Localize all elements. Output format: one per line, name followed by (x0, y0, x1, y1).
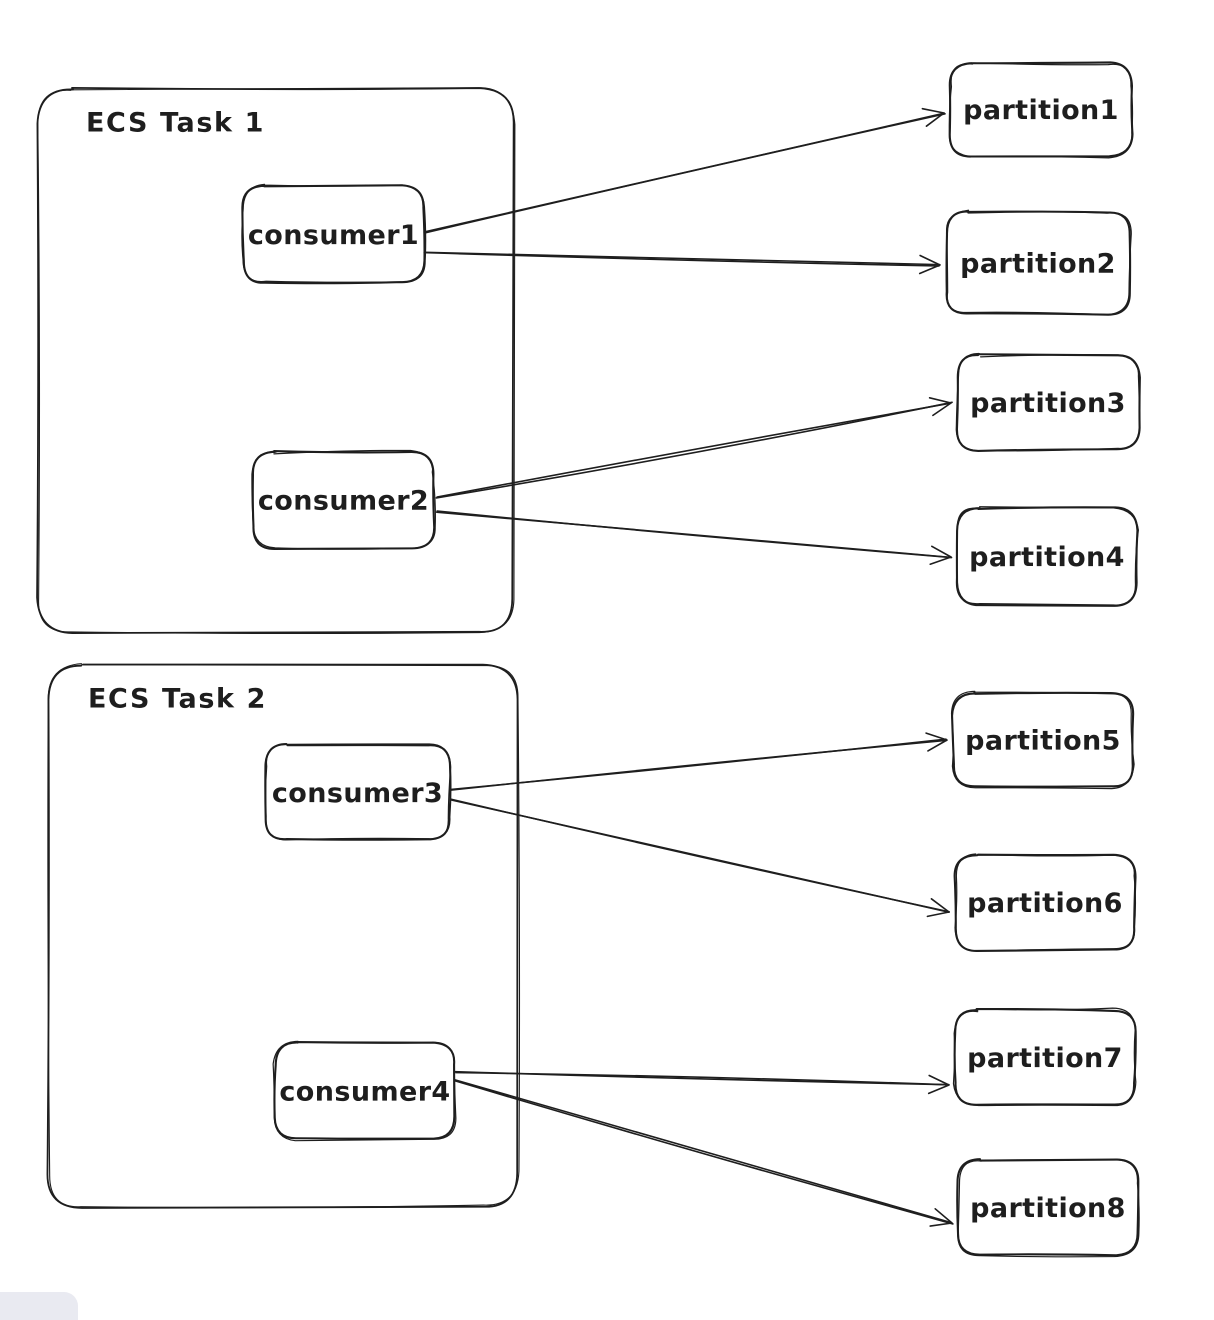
partition-label: partition8 (970, 1193, 1126, 1224)
group-outline (46, 663, 519, 1209)
arrow-c1-p1[interactable] (423, 107, 946, 234)
group-outline (36, 86, 515, 634)
node-background (949, 62, 1132, 157)
partition-partition6[interactable]: partition6 (953, 853, 1137, 953)
group-container-layer: ECS Task 1 ECS Task 2 (36, 86, 521, 1209)
partition-partition4[interactable]: partition4 (955, 506, 1139, 607)
node-outline (952, 1007, 1137, 1107)
arrow-head-icon (928, 397, 952, 417)
partition-partition1[interactable]: partition1 (948, 61, 1134, 159)
consumer-label: consumer4 (279, 1077, 450, 1108)
node-outline (954, 853, 1137, 952)
node-background (955, 854, 1136, 951)
node-background (954, 1009, 1136, 1106)
node-background (956, 354, 1140, 451)
arrow-c1-p2[interactable] (422, 251, 941, 275)
arrow-shaft (436, 402, 952, 498)
consumer-label: consumer3 (272, 778, 443, 809)
consumer-consumer1[interactable]: consumer1 (241, 183, 427, 285)
partition-label: partition6 (967, 888, 1123, 919)
arrow-layer (422, 107, 954, 1227)
partition-label: partition1 (963, 95, 1119, 126)
node-outline (957, 1159, 1140, 1258)
arrow-head-icon (927, 1074, 950, 1095)
node-outline (955, 352, 1141, 452)
arrow-c4-p8[interactable] (453, 1078, 954, 1227)
group-outline (37, 87, 516, 635)
node-background (956, 508, 1138, 606)
partition-label: partition3 (970, 388, 1126, 419)
node-outline (948, 62, 1134, 159)
node-layer: consumer1 consumer2 consumer3 consumer4 part… (241, 61, 1141, 1258)
arrow-shaft (453, 1078, 953, 1224)
arrow-c3-p5[interactable] (449, 732, 948, 791)
partition-partition3[interactable]: partition3 (955, 352, 1141, 452)
consumer-label: consumer1 (248, 220, 419, 251)
node-outline (251, 449, 436, 550)
group-label-ecs-task-1: ECS Task 1 (86, 108, 265, 139)
node-background (274, 1042, 456, 1139)
arrow-shaft (423, 251, 941, 266)
arrow-shaft (449, 798, 950, 913)
consumer-consumer2[interactable]: consumer2 (251, 449, 436, 551)
group-label-ecs-task-2: ECS Task 2 (88, 684, 267, 715)
arrow-shaft (449, 738, 947, 791)
consumer-label: consumer2 (258, 486, 429, 517)
node-outline (946, 209, 1132, 316)
arrow-head-icon (929, 545, 952, 565)
node-background (252, 451, 435, 549)
arrow-c4-p7[interactable] (454, 1070, 950, 1095)
arrow-head-icon (929, 1208, 953, 1227)
arrow-head-icon (925, 732, 948, 752)
arrow-c2-p3[interactable] (435, 397, 953, 499)
consumer-consumer3[interactable]: consumer3 (264, 743, 452, 841)
node-outline (241, 183, 427, 283)
node-outline (272, 1040, 457, 1142)
partition-label: partition4 (969, 542, 1125, 573)
arrow-head-icon (926, 898, 950, 918)
node-outline (950, 690, 1135, 790)
arrow-c3-p6[interactable] (449, 798, 950, 918)
arrow-shaft (435, 401, 953, 499)
node-outline (264, 743, 452, 841)
node-background (264, 744, 450, 841)
group-ecs-task-1[interactable]: ECS Task 1 (36, 86, 516, 635)
group-outline (47, 663, 521, 1209)
consumer-consumer4[interactable]: consumer4 (272, 1040, 457, 1142)
arrow-c2-p4[interactable] (435, 510, 953, 565)
partition-partition5[interactable]: partition5 (950, 690, 1135, 790)
arrow-shaft (454, 1080, 954, 1225)
arrow-shaft (422, 251, 940, 267)
partition-partition8[interactable]: partition8 (956, 1158, 1140, 1258)
arrow-shaft (455, 1071, 949, 1086)
arrow-head-icon (921, 107, 945, 127)
node-background (945, 211, 1131, 314)
partition-label: partition7 (967, 1043, 1123, 1074)
arrow-shaft (436, 510, 953, 559)
node-outline (955, 506, 1139, 606)
node-background (957, 1159, 1139, 1256)
partition-label: partition2 (960, 249, 1116, 280)
group-ecs-task-2[interactable]: ECS Task 2 (46, 663, 521, 1209)
node-background (242, 185, 424, 284)
partition-partition7[interactable]: partition7 (952, 1007, 1137, 1107)
arrow-head-icon (918, 254, 941, 275)
bottom-left-panel (0, 1292, 78, 1320)
arrow-shaft (423, 112, 946, 234)
partition-partition2[interactable]: partition2 (945, 209, 1132, 316)
partition-label: partition5 (965, 726, 1121, 757)
node-background (952, 692, 1134, 788)
